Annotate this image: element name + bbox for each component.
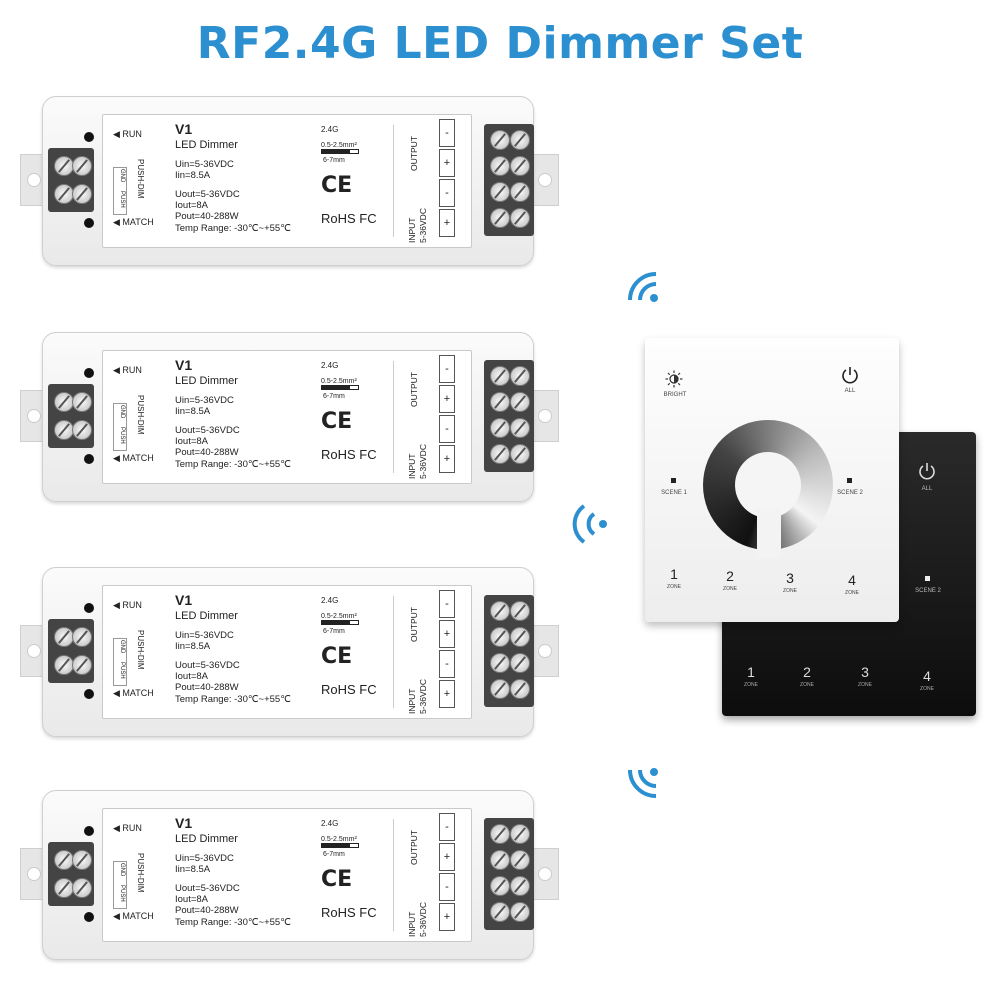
run-led-icon xyxy=(84,603,94,613)
match-button-icon xyxy=(84,689,94,699)
zone-4-button[interactable]: 4 xyxy=(848,572,856,588)
rohs-fc-mark: RoHS FC xyxy=(321,682,377,697)
zone-2-button[interactable]: 2 xyxy=(726,568,734,584)
wifi-wave-icon xyxy=(628,272,658,302)
dimmer-unit-3: ◀ RUN ◀ MATCH GND PUSH PUSH-DIM V1 LED D… xyxy=(20,567,560,737)
page-title: RF2.4G LED Dimmer Set xyxy=(196,18,804,69)
match-button-icon xyxy=(84,912,94,922)
ce-mark: CE xyxy=(321,644,353,669)
dimmer-unit-2: ◀ RUN ◀ MATCH GND PUSH PUSH-DIM V1 LED D… xyxy=(20,332,560,502)
rohs-fc-mark: RoHS FC xyxy=(321,905,377,920)
ce-mark: CE xyxy=(321,409,353,434)
push-terminal xyxy=(48,619,94,683)
remote-panel-white: BRIGHT ALL SCENE 1 SCENE 2 1 ZONE 2 ZONE… xyxy=(645,338,899,622)
dimmer-unit-4: ◀ RUN ◀ MATCH GND PUSH PUSH-DIM V1 LED D… xyxy=(20,790,560,960)
power-terminal xyxy=(484,124,534,236)
rohs-fc-mark: RoHS FC xyxy=(321,211,377,226)
power-terminal xyxy=(484,360,534,472)
sun-icon xyxy=(665,370,683,388)
push-terminal xyxy=(48,384,94,448)
power-icon xyxy=(919,463,935,480)
push-terminal xyxy=(48,148,94,212)
power-terminal xyxy=(484,818,534,930)
match-button-icon xyxy=(84,454,94,464)
power-terminal xyxy=(484,595,534,707)
run-led-icon xyxy=(84,132,94,142)
wifi-wave-icon xyxy=(628,768,658,798)
label-plate: ◀ RUN ◀ MATCH GND PUSH PUSH-DIM V1 LED D… xyxy=(102,808,472,942)
match-button-icon xyxy=(84,218,94,228)
ce-mark: CE xyxy=(321,173,353,198)
run-led-icon xyxy=(84,826,94,836)
label-plate: ◀ RUN ◀ MATCH GND PUSH PUSH-DIM V1 LED D… xyxy=(102,350,472,484)
label-plate: ◀ RUN ◀ MATCH GND PUSH PUSH-DIM V1 LED D… xyxy=(102,114,472,248)
zone-3-button[interactable]: 3 xyxy=(786,570,794,586)
rohs-fc-mark: RoHS FC xyxy=(321,447,377,462)
dimmer-unit-1: ◀ RUN ◀ MATCH GND PUSH PUSH-DIM V1 LED D… xyxy=(20,96,560,266)
label-plate: ◀ RUN ◀ MATCH GND PUSH PUSH-DIM V1 LED D… xyxy=(102,585,472,719)
wifi-wave-icon xyxy=(572,504,607,544)
power-icon xyxy=(842,367,858,384)
ce-mark: CE xyxy=(321,867,353,892)
push-terminal xyxy=(48,842,94,906)
run-led-icon xyxy=(84,368,94,378)
zone-1-button[interactable]: 1 xyxy=(670,566,678,582)
dimming-touch-ring[interactable] xyxy=(703,420,833,550)
